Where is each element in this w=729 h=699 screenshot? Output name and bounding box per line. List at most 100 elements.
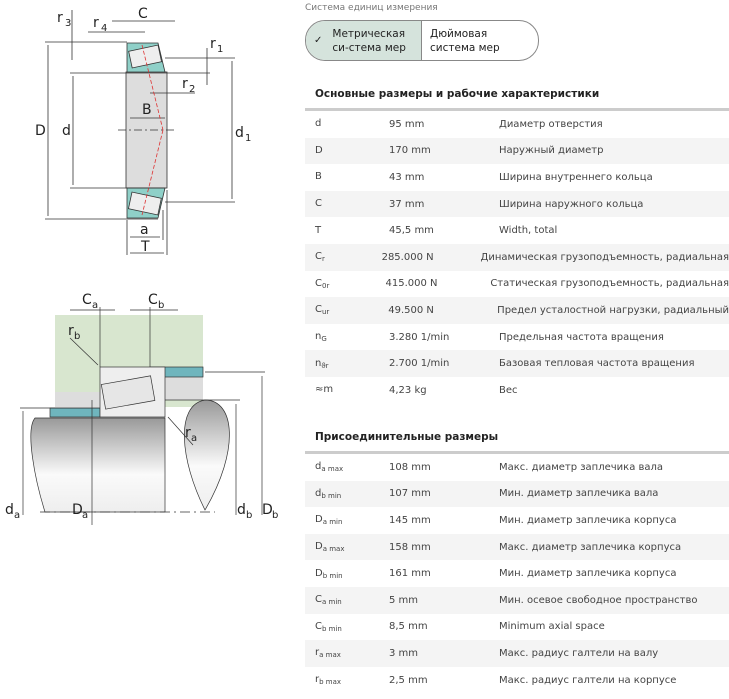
svg-text:a: a [92, 300, 98, 311]
svg-text:r: r [182, 76, 188, 92]
symbol: ≈m [305, 384, 389, 396]
symbol: nG [305, 331, 389, 343]
symbol-main: d [315, 118, 322, 130]
value: 170 mm [389, 145, 431, 157]
symbol: T [305, 225, 389, 237]
description: Макс. радиус галтели на корпусе [499, 674, 677, 686]
symbol: Ca min [305, 594, 389, 606]
svg-text:d: d [62, 123, 71, 139]
value: 45,5 mm [389, 225, 434, 237]
table-row: T 45,5 mm Width, total [305, 217, 729, 244]
symbol-main: C [315, 251, 322, 263]
symbol-sub: b max [319, 678, 342, 687]
table-row: ≈m 4,23 kg Вес [305, 377, 729, 404]
symbol-main: C [315, 594, 322, 606]
symbol: Cur [305, 304, 388, 316]
svg-text:a: a [140, 222, 149, 238]
svg-text:C: C [138, 6, 148, 22]
symbol-sub: r [321, 255, 325, 264]
unit-system-label: Система единиц измерения [305, 3, 438, 13]
description: Наружный диаметр [499, 145, 604, 157]
symbol-sub: a max [319, 651, 341, 660]
divider [305, 108, 729, 111]
svg-text:C: C [148, 292, 158, 308]
unit-system-toggle: ✓ Метрическая си-стема мер Дюймовая сист… [305, 20, 539, 61]
symbol-main: C [315, 620, 322, 632]
value: 95 mm [389, 118, 425, 130]
svg-text:4: 4 [101, 23, 107, 34]
symbol: C [305, 198, 389, 210]
svg-text:r: r [68, 323, 74, 339]
svg-text:d: d [5, 502, 14, 518]
symbol-main: ≈m [315, 384, 334, 396]
value: 285.000 N [381, 251, 434, 263]
metric-option[interactable]: ✓ Метрическая си-стема мер [306, 21, 422, 60]
symbol: db min [305, 488, 389, 500]
description: Minimum axial space [499, 621, 605, 633]
symbol: Db min [305, 568, 389, 580]
value: 108 mm [389, 461, 431, 473]
symbol-sub: a max [322, 545, 345, 554]
value: 4,23 kg [389, 384, 427, 396]
divider [305, 451, 729, 454]
symbol-main: n [315, 331, 322, 343]
description: Базовая тепловая частота вращения [499, 358, 695, 370]
description: Макс. диаметр заплечика вала [499, 461, 664, 473]
symbol-main: n [315, 357, 322, 369]
symbol: C0r [305, 278, 386, 290]
symbol-main: D [315, 144, 323, 156]
value: 145 mm [389, 514, 431, 526]
svg-text:a: a [82, 510, 88, 521]
imperial-option[interactable]: Дюймовая система мер [422, 21, 538, 60]
value: 415.000 N [385, 278, 438, 290]
symbol-sub: a min [322, 518, 343, 527]
symbol-sub: ur [321, 308, 330, 317]
svg-text:r: r [57, 10, 63, 26]
symbol: nϑr [305, 358, 389, 370]
symbol-main: C [315, 277, 322, 289]
svg-text:1: 1 [245, 133, 251, 144]
symbol: D [305, 145, 389, 157]
symbol: da max [305, 461, 389, 473]
value: 3.280 1/min [389, 331, 450, 343]
description: Диаметр отверстия [499, 118, 603, 130]
symbol-main: B [315, 171, 322, 183]
table-row: D 170 mm Наружный диаметр [305, 137, 729, 165]
value: 3 mm [389, 647, 419, 659]
svg-text:a: a [14, 510, 20, 521]
description: Мин. диаметр заплечика корпуса [499, 514, 677, 526]
section-title: Основные размеры и рабочие характеристик… [315, 88, 600, 100]
description: Макс. диаметр заплечика корпуса [499, 541, 682, 553]
main-dimensions-section: Основные размеры и рабочие характеристик… [305, 88, 729, 404]
description: Вес [499, 384, 518, 396]
metric-label: Метрическая си-стема мер [332, 27, 406, 54]
svg-text:r: r [93, 15, 99, 31]
value: 5 mm [389, 594, 419, 606]
svg-text:3: 3 [65, 18, 71, 29]
svg-text:b: b [272, 510, 278, 521]
value: 2,5 mm [389, 674, 428, 686]
description: Предел усталостной нагрузки, радиальный [497, 304, 729, 316]
description: Динамическая грузоподъемность, радиальна… [480, 251, 729, 263]
section-title: Присоединительные размеры [315, 431, 499, 443]
description: Ширина внутреннего кольца [499, 171, 653, 183]
svg-text:T: T [140, 239, 150, 255]
symbol-main: T [315, 224, 322, 236]
description: Мин. осевое свободное пространство [499, 594, 698, 606]
description: Width, total [499, 225, 558, 237]
svg-text:b: b [74, 331, 80, 342]
description: Предельная частота вращения [499, 331, 664, 343]
value: 8,5 mm [389, 621, 428, 633]
table-row: Cr 285.000 N Динамическая грузоподъемность… [305, 243, 729, 271]
symbol-main: D [315, 567, 323, 579]
svg-text:C: C [82, 292, 92, 308]
